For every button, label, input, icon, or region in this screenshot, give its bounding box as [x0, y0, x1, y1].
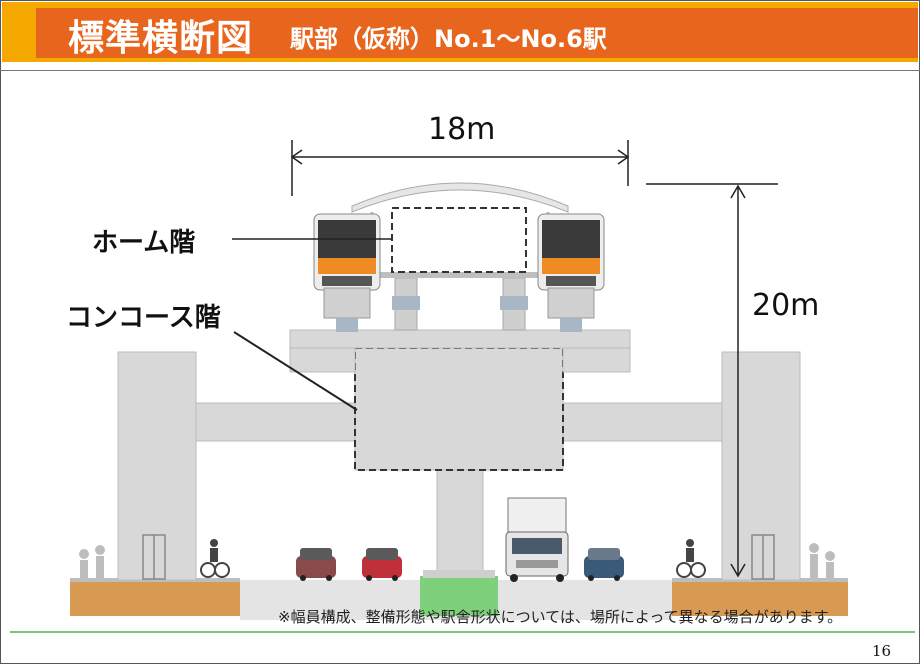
platform-floor-label: ホーム階	[92, 228, 196, 258]
footer-rule	[10, 631, 915, 633]
cyclist-icon	[200, 539, 230, 578]
platform-dashed-outline	[391, 207, 527, 273]
page-number: 16	[872, 642, 892, 660]
car-icon	[296, 548, 336, 581]
girder-lower-left	[289, 347, 356, 373]
pedestrian-icon	[79, 545, 105, 578]
central-pier	[436, 469, 484, 577]
title-bar	[2, 2, 918, 62]
concourse-leader-line	[233, 331, 358, 411]
cyclist-icon	[676, 539, 706, 578]
sidewalk-left	[70, 580, 240, 616]
car-icon	[362, 548, 402, 581]
slide-title: 標準横断図	[68, 18, 254, 59]
median-green-strip	[420, 576, 498, 616]
truck-icon	[505, 497, 569, 582]
width-dimension-label: 18m	[428, 112, 496, 147]
title-underline	[0, 70, 920, 71]
title-bar-inner	[36, 8, 918, 58]
concourse-box	[354, 347, 564, 471]
side-building-right	[721, 351, 801, 581]
corridor-left	[195, 402, 357, 442]
side-building-left	[117, 351, 197, 581]
height-dimension-label: 20m	[752, 288, 820, 323]
pedestrian-icon	[809, 543, 835, 578]
sidewalk-right	[672, 580, 848, 616]
corridor-right	[561, 402, 723, 442]
girder-lower-right	[562, 347, 631, 373]
train-right	[537, 213, 605, 332]
train-left	[313, 213, 381, 332]
track-girder	[289, 329, 631, 349]
canopy-roof	[351, 182, 569, 213]
concourse-floor-label: コンコース階	[66, 303, 221, 333]
footnote: ※幅員構成、整備形態や駅舎形状については、場所によって異なる場合があります。	[278, 608, 843, 626]
slide-subtitle: 駅部（仮称）No.1～No.6駅	[290, 25, 607, 53]
pier-base	[423, 570, 495, 578]
car-icon	[584, 548, 624, 581]
platform-deck	[378, 272, 543, 278]
